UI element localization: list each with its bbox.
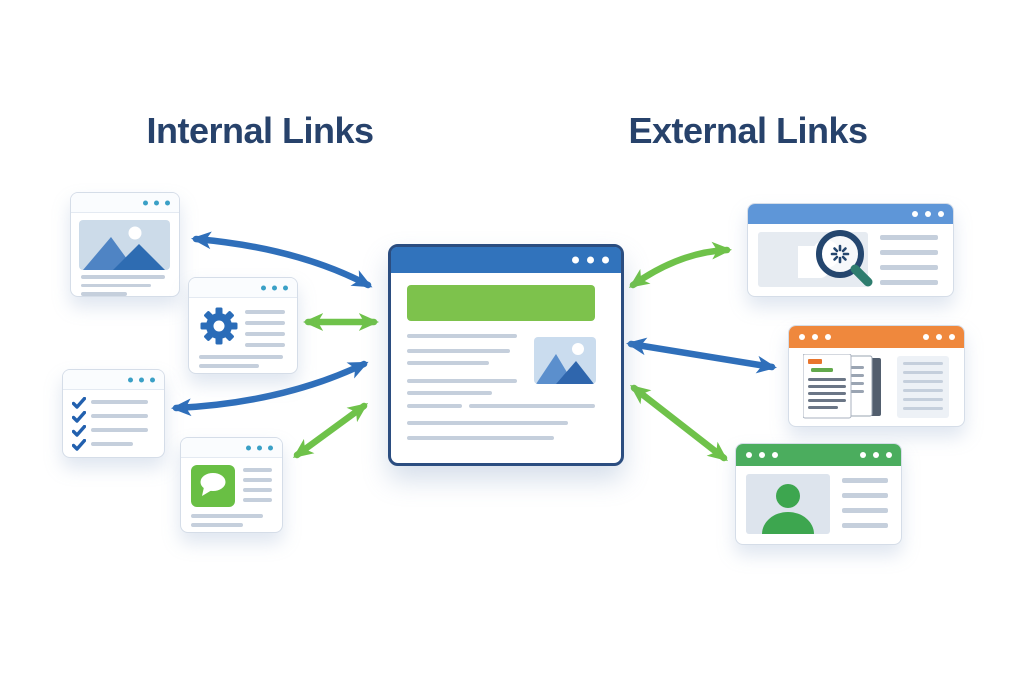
- placeholder-line: [407, 391, 492, 395]
- checkmark-icon: [71, 424, 87, 442]
- internal-gear-page-titlebar: [189, 278, 297, 298]
- content-panel: [897, 356, 949, 418]
- placeholder-line: [245, 310, 285, 314]
- internal-checklist-page-card: [62, 369, 165, 458]
- placeholder-line: [880, 265, 938, 270]
- image-thumbnail-icon: [534, 337, 596, 384]
- placeholder-line: [81, 283, 151, 287]
- internal-gear-page-body: [189, 298, 297, 372]
- placeholder-line: [245, 332, 285, 336]
- placeholder-line: [407, 421, 568, 425]
- placeholder-line: [243, 468, 272, 472]
- placeholder-line: [81, 275, 165, 279]
- gear-icon: [199, 306, 239, 351]
- placeholder-line: [842, 493, 888, 498]
- placeholder-line: [407, 404, 462, 408]
- external-docs-page-card: [788, 325, 965, 427]
- window-dots-icon: [860, 452, 892, 458]
- placeholder-line: [199, 364, 259, 368]
- chat-bubble-icon: [191, 465, 235, 512]
- external-docs-page-body: [789, 348, 964, 424]
- external-profile-page-body: [736, 466, 901, 542]
- placeholder-line: [903, 398, 943, 401]
- window-dots-icon: [572, 256, 609, 264]
- placeholder-line: [81, 292, 127, 296]
- placeholder-line: [903, 407, 943, 410]
- placeholder-line: [91, 428, 148, 432]
- internal-chat-page-titlebar: [181, 438, 282, 458]
- placeholder-line: [243, 498, 272, 502]
- external-profile-page-card: [735, 443, 902, 545]
- checkmark-icon: [71, 410, 87, 428]
- magnifier-icon: [788, 220, 884, 305]
- window-dots-icon: [128, 377, 155, 382]
- checkmark-icon: [71, 438, 87, 456]
- green-banner: [407, 285, 595, 321]
- external-links-title: External Links: [628, 110, 868, 151]
- external-search-page-titlebar: [748, 204, 953, 224]
- window-dots-icon: [261, 285, 288, 290]
- image-thumbnail-icon: [79, 220, 170, 270]
- arrow-main-to-external-profile: [630, 384, 728, 462]
- arrow-internal-chat-to-main: [292, 402, 369, 459]
- placeholder-line: [91, 400, 148, 404]
- external-search-page-body: [748, 224, 953, 294]
- placeholder-line: [191, 514, 263, 518]
- internal-chat-page-card: [180, 437, 283, 533]
- placeholder-line: [245, 321, 285, 325]
- window-dots-icon: [799, 334, 831, 340]
- internal-checklist-page-body: [63, 390, 164, 456]
- placeholder-line: [469, 404, 595, 408]
- window-dots-icon: [923, 334, 955, 340]
- arrow-main-to-external-docs: [626, 337, 777, 374]
- placeholder-line: [243, 478, 272, 482]
- document-stack-icon: [802, 353, 887, 425]
- external-docs-page-titlebar: [789, 326, 964, 348]
- arrow-main-to-external-search: [628, 241, 733, 289]
- internal-chat-page-body: [181, 458, 282, 531]
- internal-image-page-titlebar: [71, 193, 179, 213]
- internal-links-title: Internal Links: [146, 110, 374, 151]
- internal-image-page-card: [70, 192, 180, 297]
- main-page-titlebar: [391, 247, 621, 273]
- placeholder-line: [91, 414, 148, 418]
- main-page-window: [388, 244, 624, 466]
- placeholder-line: [91, 442, 133, 446]
- placeholder-line: [407, 436, 554, 440]
- placeholder-line: [880, 235, 938, 240]
- placeholder-line: [880, 250, 938, 255]
- placeholder-line: [903, 371, 943, 374]
- placeholder-line: [903, 380, 943, 383]
- window-dots-icon: [143, 200, 170, 205]
- placeholder-line: [243, 488, 272, 492]
- placeholder-line: [842, 508, 888, 513]
- checkmark-icon: [71, 396, 87, 414]
- external-profile-page-titlebar: [736, 444, 901, 466]
- main-page-body: [391, 273, 621, 457]
- placeholder-line: [407, 334, 517, 338]
- placeholder-line: [880, 280, 938, 285]
- window-dots-icon: [246, 445, 273, 450]
- window-dots-icon: [746, 452, 778, 458]
- placeholder-line: [191, 523, 243, 527]
- placeholder-line: [903, 389, 943, 392]
- placeholder-line: [903, 362, 943, 365]
- internal-image-page-body: [71, 213, 179, 296]
- placeholder-line: [842, 478, 888, 483]
- internal-gear-page-card: [188, 277, 298, 374]
- content-panel: [746, 474, 830, 534]
- placeholder-line: [842, 523, 888, 528]
- placeholder-line: [407, 379, 517, 383]
- internal-checklist-page-titlebar: [63, 370, 164, 390]
- placeholder-line: [407, 349, 510, 353]
- placeholder-line: [245, 343, 285, 347]
- placeholder-line: [407, 361, 489, 365]
- person-icon: [762, 484, 814, 534]
- placeholder-line: [199, 355, 283, 359]
- window-dots-icon: [912, 211, 944, 217]
- external-search-page-card: [747, 203, 954, 297]
